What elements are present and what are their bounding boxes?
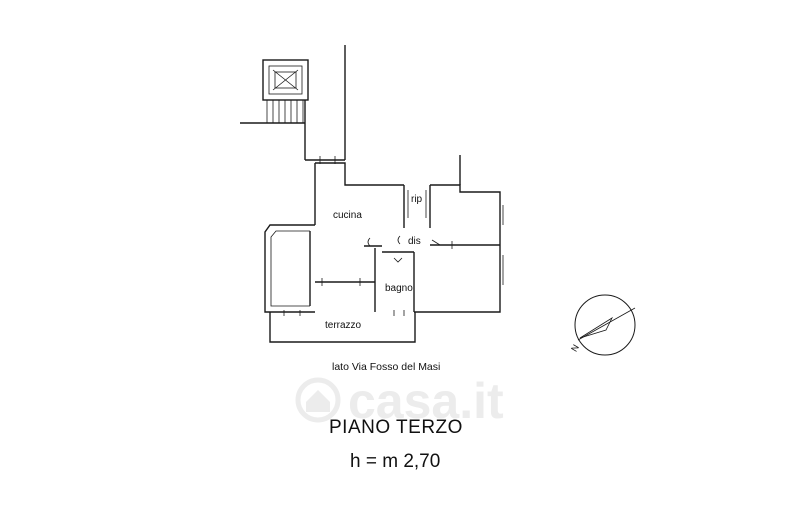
north-compass-icon: N [569, 294, 636, 356]
ceiling-height-label: h = m 2,70 [350, 451, 440, 472]
room-label-terrazzo: terrazzo [325, 320, 362, 331]
room-label-rip: rip [411, 194, 423, 205]
apartment-walls [264, 45, 504, 343]
street-side-label: lato Via Fosso del Masi [332, 361, 440, 373]
watermark-text: casa.it [348, 373, 504, 429]
room-label-dis: dis [408, 236, 421, 247]
room-label-cucina: cucina [333, 210, 362, 221]
casa-it-watermark: casa.it [295, 373, 504, 429]
room-label-bagno: bagno [385, 283, 413, 294]
stair-block [240, 59, 309, 160]
compass-north-label: N [569, 343, 581, 354]
floor-title: PIANO TERZO [329, 417, 463, 438]
